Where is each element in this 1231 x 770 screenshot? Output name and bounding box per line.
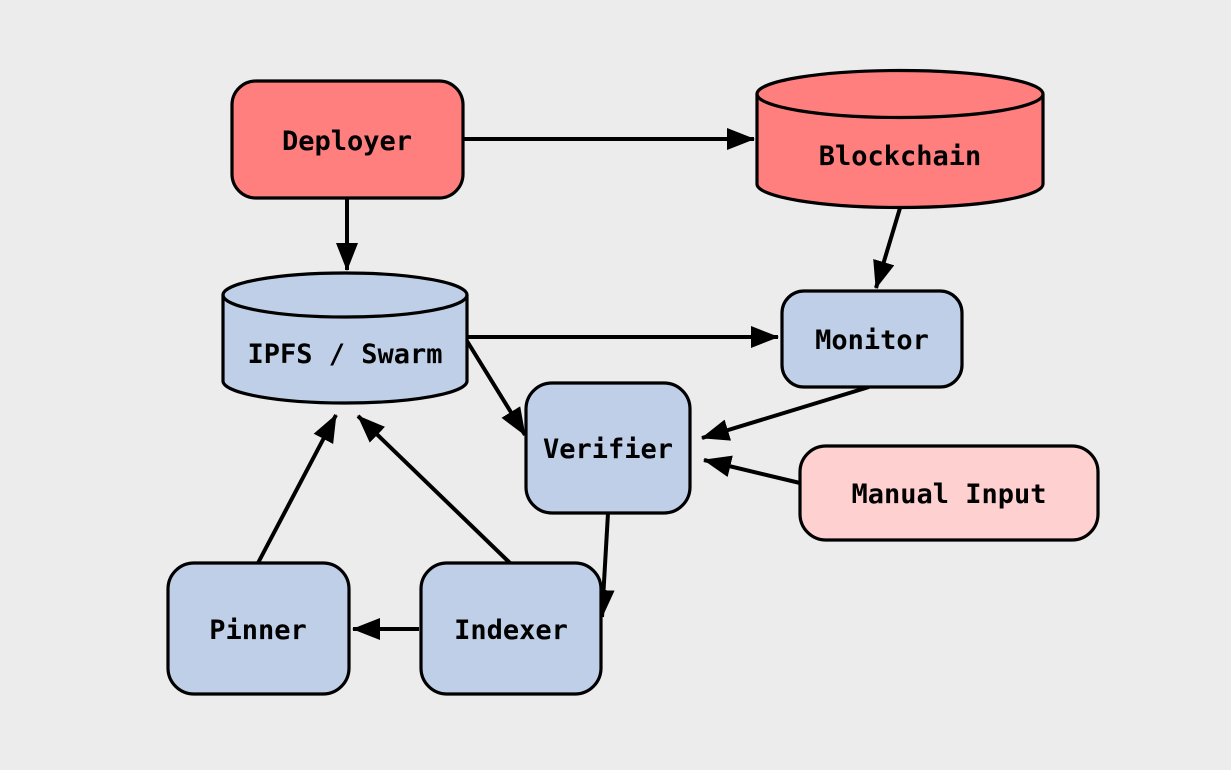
- node-verifier: Verifier: [524, 381, 692, 515]
- edge-verifier-to-indexer: [592, 512, 615, 618]
- node-monitor-shape: [780, 289, 964, 389]
- node-manual-input-label: Manual Input: [851, 479, 1046, 510]
- node-monitor: Monitor: [780, 289, 964, 389]
- node-ipfs-swarm-shape: [221, 271, 469, 405]
- node-blockchain: Blockchain: [755, 68, 1045, 210]
- edge-monitor-to-verifier: [701, 385, 870, 441]
- edge-layer: [256, 128, 902, 640]
- node-deployer: Deployer: [230, 79, 465, 200]
- node-indexer-shape: [419, 561, 603, 696]
- node-indexer-label: Indexer: [454, 615, 568, 646]
- node-deployer-shape: [230, 79, 465, 200]
- node-manual-input: Manual Input: [798, 444, 1100, 542]
- node-ipfs-swarm: IPFS / Swarm: [221, 271, 469, 405]
- node-pinner-shape: [166, 561, 351, 696]
- node-monitor-label: Monitor: [815, 325, 929, 356]
- node-verifier-label: Verifier: [543, 434, 673, 465]
- node-ipfs-swarm-label: IPFS / Swarm: [247, 339, 442, 370]
- node-indexer: Indexer: [419, 561, 603, 696]
- node-pinner: Pinner: [166, 561, 351, 696]
- node-blockchain-label: Blockchain: [819, 141, 982, 172]
- node-blockchain-rim: [755, 93, 1045, 120]
- edge-pinner-to-ipfs: [256, 414, 338, 564]
- edge-manual-input-to-verifier: [703, 455, 801, 485]
- edge-indexer-to-ipfs: [356, 414, 512, 565]
- node-verifier-shape: [524, 381, 692, 515]
- node-ipfs-swarm-rim: [221, 294, 469, 319]
- edge-ipfs-to-verifier: [465, 339, 527, 437]
- node-manual-input-shape: [798, 444, 1100, 542]
- node-blockchain-shape: [755, 68, 1045, 210]
- edge-blockchain-to-monitor: [873, 207, 902, 289]
- node-pinner-label: Pinner: [209, 615, 307, 646]
- node-deployer-label: Deployer: [282, 126, 412, 157]
